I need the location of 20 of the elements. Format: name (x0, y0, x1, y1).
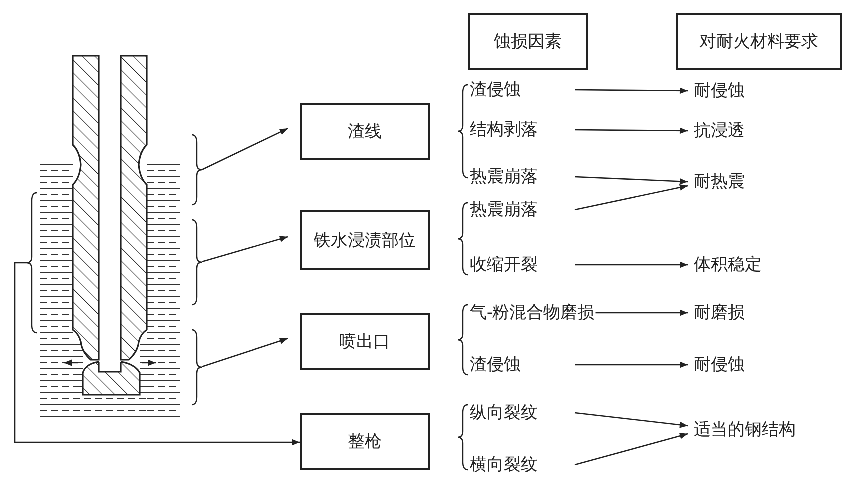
arrow (14, 262, 300, 446)
header-box: 对耐火材料要求 (676, 13, 842, 70)
arrow (202, 236, 288, 263)
arrow (575, 128, 688, 134)
arrow (574, 184, 688, 211)
arrow (575, 362, 688, 368)
header-box: 蚀损因素 (468, 13, 588, 70)
arrow (574, 412, 688, 428)
arrow (574, 176, 688, 185)
requirement-text: 耐热震 (694, 171, 745, 193)
arrow (574, 433, 688, 466)
arrow (575, 262, 688, 268)
part-box: 铁水浸渍部位 (300, 210, 430, 270)
arrow (596, 310, 688, 316)
part-box: 整枪 (300, 413, 430, 470)
arrow (575, 88, 688, 94)
part-box: 渣线 (300, 103, 430, 160)
arrow (202, 338, 288, 368)
arrow (202, 128, 288, 171)
part-box: 喷出口 (300, 313, 430, 370)
